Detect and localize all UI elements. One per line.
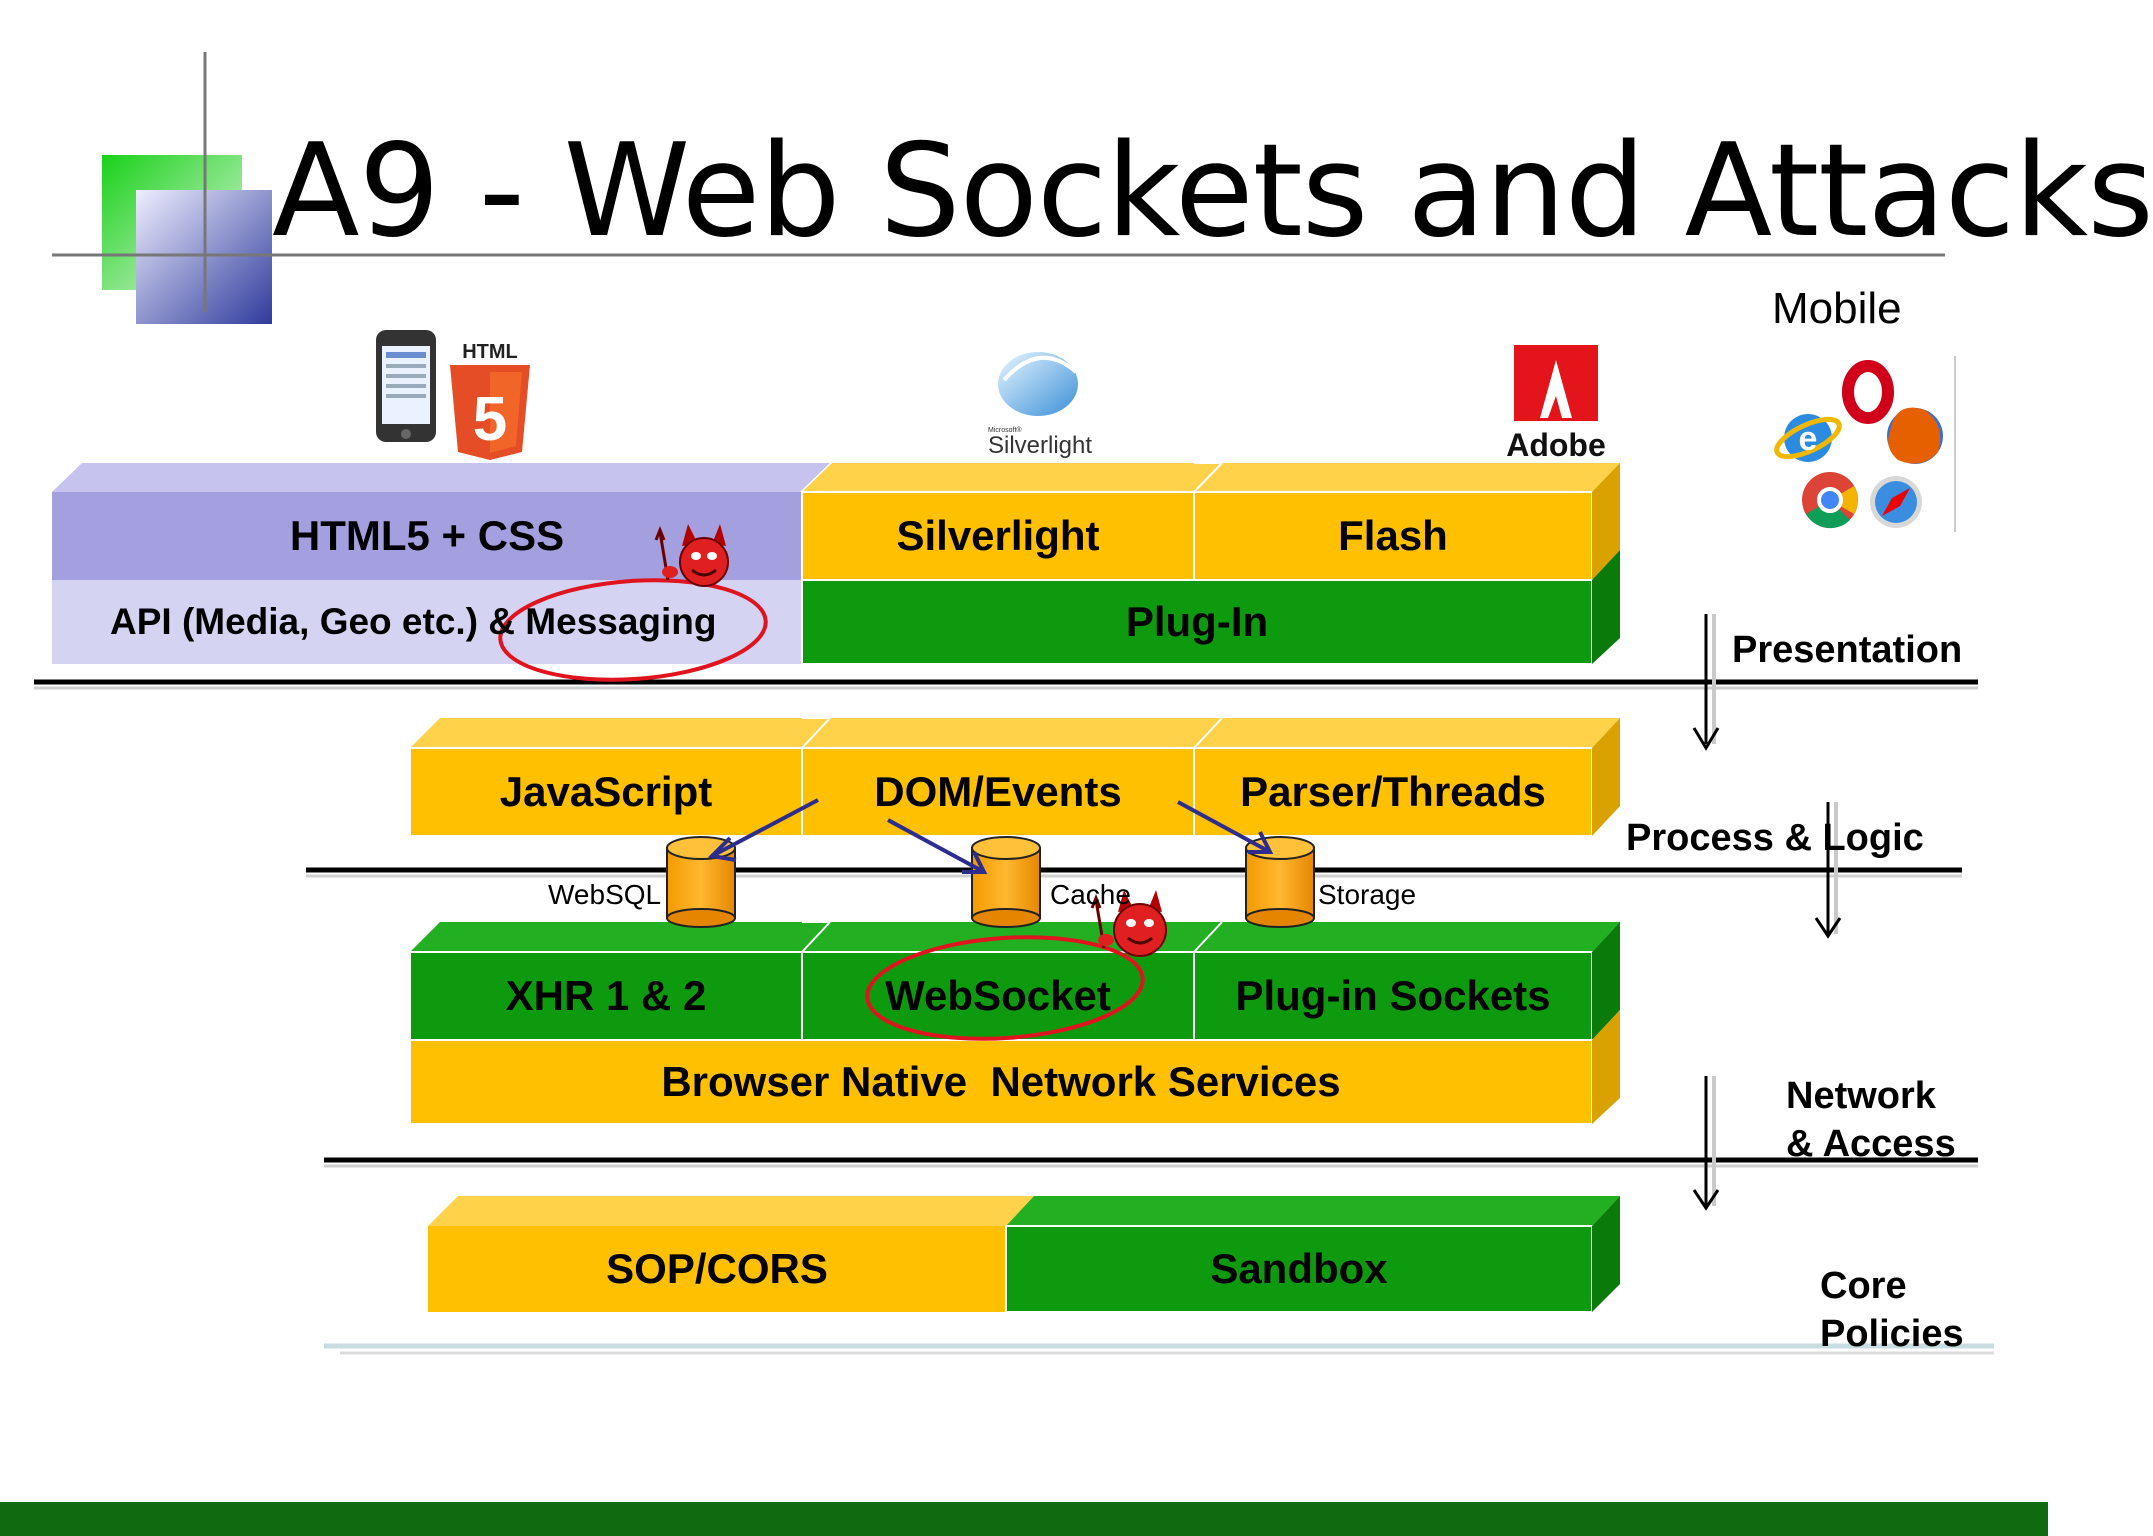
sandbox-side	[1592, 1196, 1620, 1312]
flash-block	[1193, 491, 1593, 581]
presentation-layer-label: Presentation	[1732, 629, 1963, 671]
cache-cylinder	[971, 836, 1041, 928]
devil-icon	[654, 524, 729, 587]
slide: HTML 5 Microsoft® Silverlight Adobe e	[0, 52, 2153, 1536]
html5-block-top	[52, 463, 830, 492]
websql-label: WebSQL	[548, 879, 662, 910]
firefox-icon	[1887, 407, 1943, 464]
websocket-label: WebSocket	[885, 972, 1111, 1019]
devil-icon	[1090, 890, 1167, 957]
html5-logo-text: HTML	[462, 341, 518, 363]
storage-cylinder	[1245, 836, 1315, 928]
process-top	[410, 718, 1620, 748]
plugin-block	[801, 579, 1593, 665]
html5-logo-icon: HTML 5	[450, 341, 530, 460]
browser-native-label: Browser Native Network Services	[661, 1058, 1341, 1105]
messaging-attack-circle	[498, 578, 768, 682]
sandbox-block	[1005, 1225, 1593, 1313]
javascript-block	[409, 747, 803, 837]
core-layer-label-1: Core	[1820, 1265, 1907, 1307]
html5-logo-digit: 5	[473, 385, 507, 454]
dom-events-label: DOM/Events	[874, 768, 1122, 815]
dom-events-block	[801, 747, 1195, 837]
cache-label: Cache	[1050, 879, 1131, 910]
process-side	[1592, 718, 1620, 836]
api-messaging-label: API (Media, Geo etc.) & Messaging	[110, 601, 717, 642]
sop-cors-block	[428, 1226, 1006, 1312]
ie-icon: e	[1774, 414, 1842, 462]
parser-threads-block	[1193, 747, 1593, 837]
websocket-attack-circle	[865, 935, 1145, 1041]
svg-text:e: e	[1799, 420, 1818, 458]
silverlight-small-text: Microsoft®	[988, 426, 1022, 434]
javascript-label: JavaScript	[499, 768, 713, 815]
flash-label: Flash	[1338, 512, 1448, 559]
chrome-icon	[1802, 472, 1858, 529]
plugin-side	[1592, 550, 1620, 664]
iphone-icon	[376, 330, 436, 442]
sop-cors-label: SOP/CORS	[606, 1245, 828, 1292]
api-messaging-block	[52, 580, 802, 664]
flash-side	[1592, 463, 1620, 580]
network-side	[1592, 922, 1620, 1040]
browser-native-block	[409, 1039, 1593, 1125]
network-arrow	[1692, 1076, 1720, 1211]
mobile-label: Mobile	[1772, 284, 1902, 333]
silverlight-logo-text: Silverlight	[988, 432, 1092, 459]
xhr-label: XHR 1 & 2	[505, 972, 707, 1019]
sl-flash-top	[802, 463, 1620, 492]
storage-arrows	[707, 798, 1274, 874]
page-title: A9 - Web Sockets and Attacks	[272, 117, 2153, 266]
adobe-logo-text: Adobe	[1506, 427, 1606, 463]
process-logic-layer-label: Process & Logic	[1626, 817, 1924, 859]
silverlight-label: Silverlight	[896, 512, 1100, 559]
plugin-label: Plug-In	[1125, 598, 1269, 645]
presentation-arrow	[1692, 614, 1720, 751]
parser-threads-label: Parser/Threads	[1240, 768, 1546, 815]
bottom-bar	[0, 1502, 2048, 1536]
plugin-sockets-label: Plug-in Sockets	[1235, 972, 1551, 1019]
core-top-right	[1006, 1196, 1620, 1226]
core-layer-label-2: Policies	[1820, 1313, 1964, 1355]
browser-icons: e	[1774, 356, 1956, 532]
core-top-left	[428, 1196, 1034, 1226]
safari-icon	[1870, 476, 1922, 528]
browser-native-side	[1592, 1010, 1620, 1124]
html5-css-label: HTML5 + CSS	[289, 512, 565, 559]
opera-icon	[1842, 360, 1894, 424]
silverlight-logo-icon: Microsoft® Silverlight	[988, 352, 1092, 459]
diagram-artwork: HTML 5 Microsoft® Silverlight Adobe e	[0, 52, 2048, 1536]
html5-css-block	[52, 492, 802, 580]
plugin-sockets-block	[1193, 951, 1593, 1041]
adobe-logo-icon: Adobe	[1506, 345, 1606, 463]
process-arrow	[1814, 802, 1842, 939]
network-layer-label-1: Network	[1786, 1075, 1936, 1117]
network-layer-label-2: & Access	[1786, 1123, 1956, 1165]
storage-label: Storage	[1318, 879, 1417, 910]
sandbox-label: Sandbox	[1210, 1245, 1388, 1292]
